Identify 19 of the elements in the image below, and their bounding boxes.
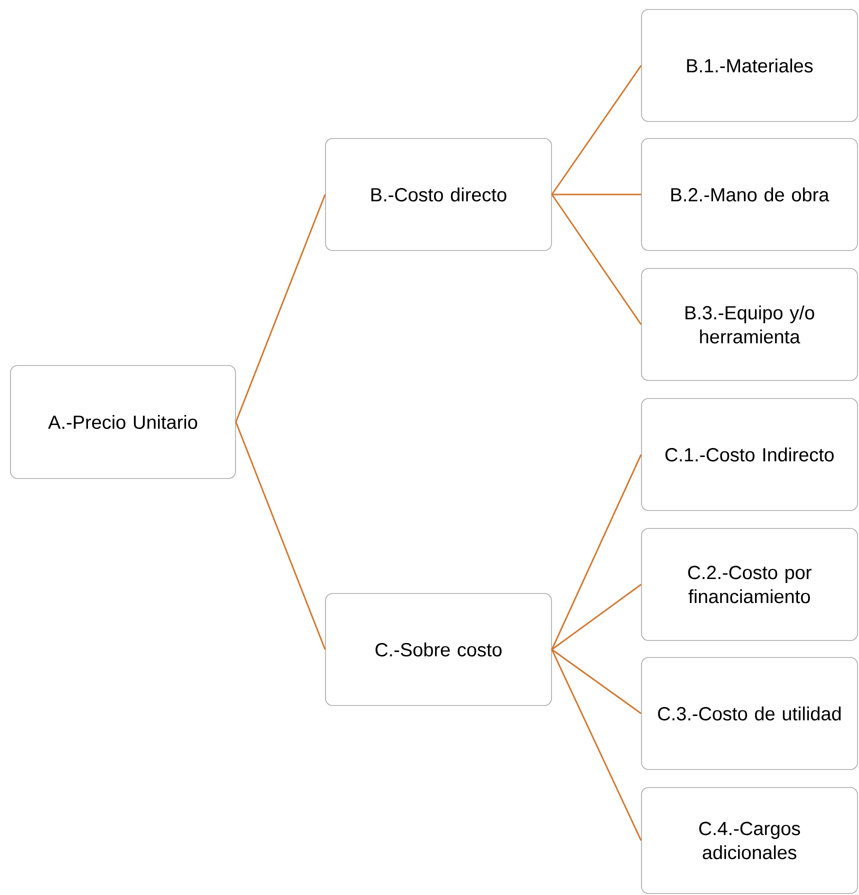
process-box: B.1.-Materiales (641, 9, 858, 122)
connector-line (235, 194, 326, 422)
process-box: A.-Precio Unitario (10, 365, 236, 479)
connector-line (551, 648, 642, 714)
process-box: C.1.-Costo Indirecto (641, 398, 858, 511)
process-box: B.-Costo directo (325, 138, 552, 251)
connector-line (551, 454, 642, 650)
process-box: B.3.-Equipo y/o herramienta (641, 268, 858, 381)
connector-line (551, 649, 642, 841)
connector-line (235, 422, 326, 650)
connector-line (552, 194, 642, 196)
process-box: C.4.-Cargos adicionales (641, 787, 858, 894)
process-box: C.-Sobre costo (325, 593, 552, 706)
process-box: C.2.-Costo por financiamiento (641, 528, 858, 641)
connector-line (551, 194, 642, 325)
connector-line (551, 584, 642, 650)
process-box: B.2.-Mano de obra (641, 138, 858, 251)
process-box: C.3.-Costo de utilidad (641, 657, 858, 770)
connector-line (551, 65, 642, 195)
